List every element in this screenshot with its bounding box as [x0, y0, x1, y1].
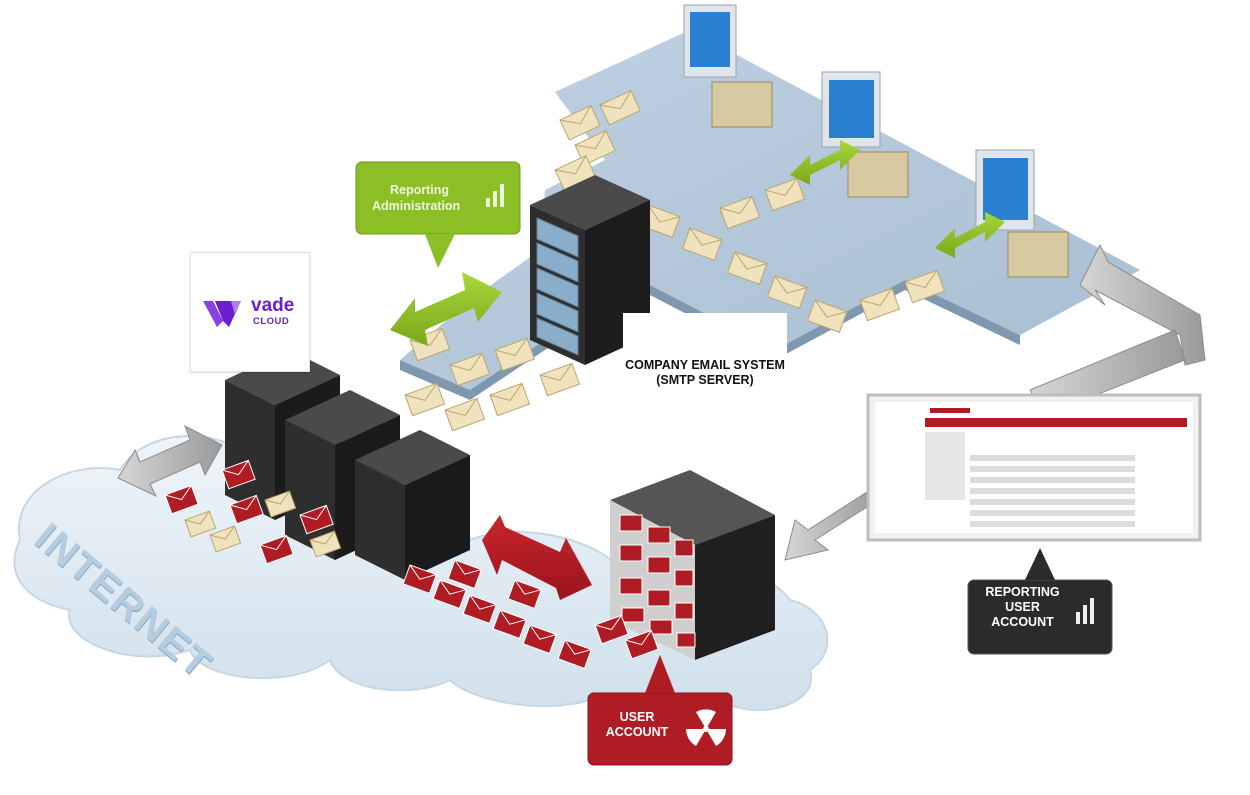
- reporting-screen: [866, 393, 1202, 542]
- workstation-1: [683, 4, 773, 128]
- spam-envelopes: [164, 459, 659, 670]
- bar-chart-icon: [1076, 598, 1094, 624]
- company-email-line2: (SMTP SERVER): [656, 373, 754, 387]
- reporting-user-text: REPORTING USER ACCOUNT: [970, 585, 1075, 630]
- user-account-line2: ACCOUNT: [605, 725, 669, 739]
- reporting-user-line3: ACCOUNT: [991, 615, 1054, 629]
- bar-chart-icon: [486, 184, 504, 207]
- reporting-user-callout: [967, 548, 1113, 655]
- red-double-arrow: [482, 515, 592, 600]
- user-account-callout: [587, 655, 733, 766]
- reporting-admin-callout: [355, 161, 521, 268]
- workstation-2: [821, 71, 909, 198]
- reporting-admin-text: Reporting Administration: [358, 162, 518, 232]
- user-account-line1: USER: [619, 710, 655, 724]
- company-email-line1: COMPANY EMAIL SYSTEM: [625, 358, 785, 372]
- workstation-3: [975, 149, 1069, 278]
- vade-logo-icon: [203, 301, 241, 327]
- reporting-user-line2: USER: [1005, 600, 1040, 614]
- email-envelopes-trail: [404, 89, 946, 432]
- reporting-admin-line1: Reporting: [390, 183, 450, 197]
- reporting-user-line1: REPORTING: [985, 585, 1060, 599]
- grey-arrow-to-mailbox: [784, 489, 879, 561]
- quarantine-mailbox: [610, 470, 775, 660]
- vade-logo-sub: CLOUD: [253, 316, 290, 327]
- grey-arrow-internet: [117, 424, 223, 498]
- user-account-text: USER ACCOUNT: [592, 710, 682, 740]
- green-double-arrow: [390, 272, 502, 346]
- vade-logo-card: vade CLOUD: [190, 252, 310, 372]
- green-arrow-workstation-2: [790, 140, 860, 185]
- company-email-system-label: COMPANY EMAIL SYSTEM (SMTP SERVER): [623, 313, 787, 433]
- reporting-admin-line2: Administration: [372, 199, 461, 213]
- vade-logo-word: vade: [251, 295, 295, 316]
- beige-envelopes-cloud: [184, 490, 342, 558]
- green-arrow-workstation-3: [935, 212, 1005, 258]
- radiation-icon: [686, 709, 726, 746]
